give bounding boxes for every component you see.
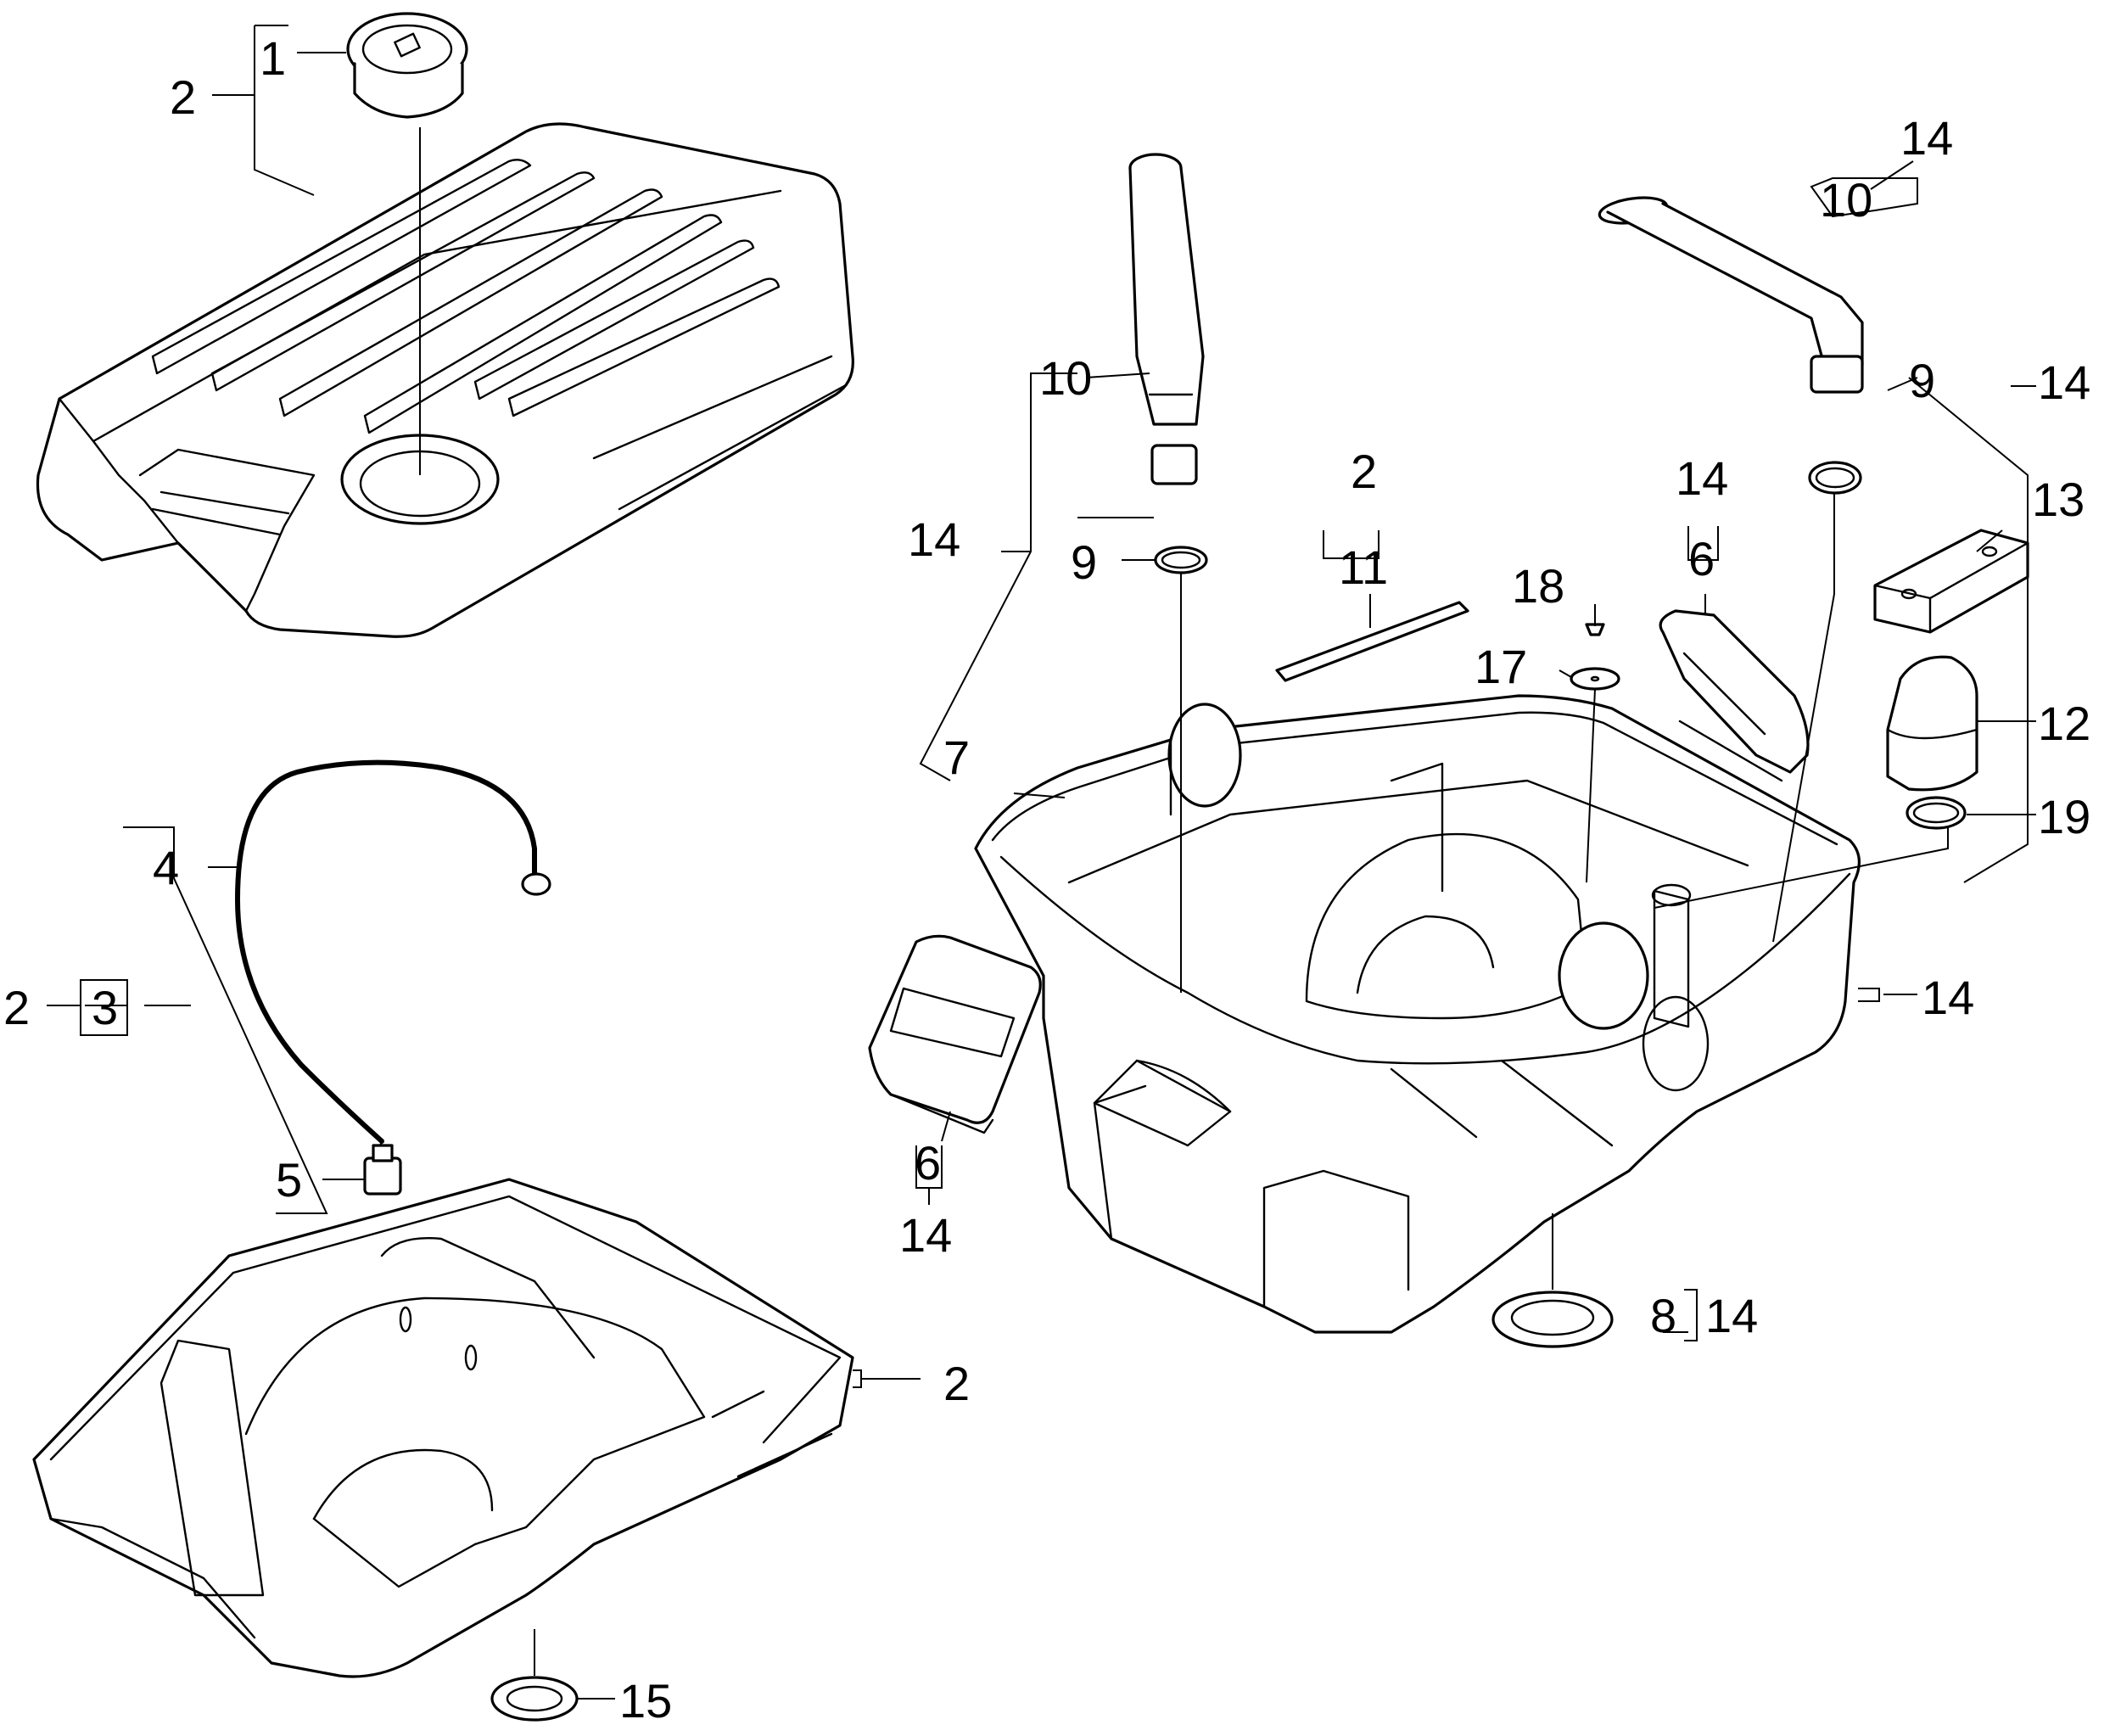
callout-1: 1 [260, 31, 286, 85]
callout-6-right: 6 [1688, 532, 1715, 585]
callout-14-right-group: 14 [2038, 356, 2090, 409]
callout-5: 5 [276, 1153, 302, 1207]
ring-part-19 [1906, 796, 1967, 830]
callout-14-left-tube: 14 [908, 512, 960, 566]
callout-4: 4 [153, 841, 179, 894]
leader-lines [47, 25, 2036, 1700]
callout-6-left: 6 [915, 1136, 941, 1190]
callout-14-handle-left: 14 [899, 1208, 952, 1262]
callout-18: 18 [1512, 559, 1564, 613]
callout-10-left: 10 [1039, 351, 1092, 405]
handle-part-6-left [868, 934, 1042, 1134]
callout-9-left: 9 [1071, 535, 1097, 589]
handle-part-6-right [1659, 609, 1810, 782]
elbow-part-12 [1886, 655, 1978, 792]
tube-part-10-left [1128, 153, 1208, 574]
hose-part-4 [235, 759, 551, 1156]
screw-part-18 [1585, 623, 1605, 636]
callout-19: 19 [2038, 790, 2090, 843]
callout-10-right: 10 [1820, 173, 1872, 227]
callout-3: 3 [92, 981, 118, 1034]
callout-12: 12 [2038, 697, 2090, 750]
callout-2-strip: 2 [1351, 445, 1377, 498]
callout-15: 15 [619, 1674, 672, 1728]
fitting-part-5 [363, 1144, 402, 1196]
washer-part-17 [1570, 667, 1620, 691]
tube-part-10-right [1598, 196, 1864, 495]
callout-2-left-hose-group: 2 [3, 981, 30, 1034]
callout-14-tank-side: 14 [1922, 971, 1974, 1024]
lower-housing [32, 1178, 854, 1722]
callout-8: 8 [1650, 1289, 1676, 1342]
callout-17: 17 [1475, 640, 1527, 693]
callout-11: 11 [1339, 540, 1388, 594]
callout-13: 13 [2032, 473, 2085, 526]
cap-part-1 [346, 12, 468, 119]
callout-14-top-right-tube: 14 [1900, 111, 1953, 165]
callout-2-top-cover: 2 [170, 70, 196, 124]
top-cover [36, 122, 854, 638]
callout-2-lower-housing: 2 [943, 1357, 970, 1410]
callout-14-handle-right: 14 [1676, 451, 1728, 505]
main-tank-part-7 [974, 694, 1861, 1348]
callout-7: 7 [943, 731, 970, 784]
seal-strip-part-11 [1275, 601, 1469, 682]
plate-part-13 [1873, 529, 2029, 634]
callout-9-right: 9 [1909, 354, 1935, 407]
callout-14-grommet: 14 [1705, 1289, 1758, 1342]
